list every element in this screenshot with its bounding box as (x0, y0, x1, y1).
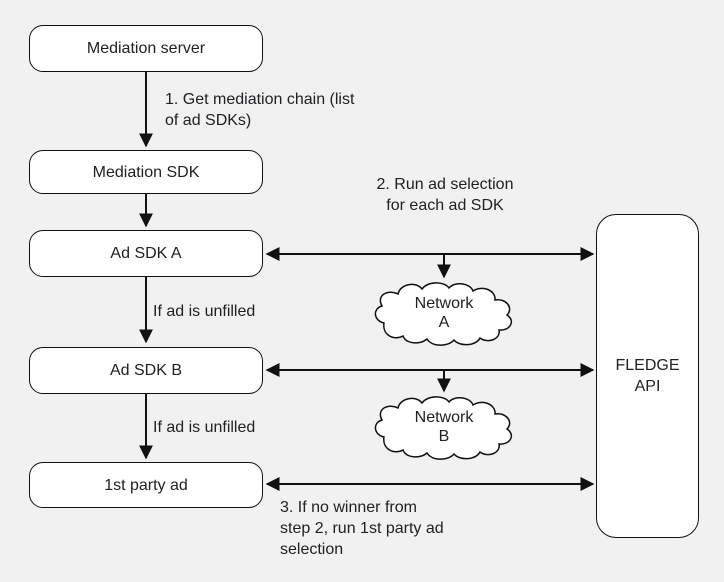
step2-label: 2. Run ad selection for each ad SDK (376, 176, 514, 214)
node-mediation-server: Mediation server (29, 25, 263, 72)
node-ad-sdk-a: Ad SDK A (29, 230, 263, 277)
node-fledge-api: FLEDGE API (596, 214, 699, 538)
unfilled-label-b: If ad is unfilled (153, 419, 256, 436)
node-first-party-ad: 1st party ad (29, 462, 263, 508)
unfilled-label-a: If ad is unfilled (153, 303, 256, 320)
network-b-label: Network B (414, 409, 474, 445)
network-a-label: Network A (414, 295, 474, 331)
step1-label: 1. Get mediation chain (list of ad SDKs) (165, 91, 355, 129)
node-mediation-sdk: Mediation SDK (29, 150, 263, 194)
node-ad-sdk-b: Ad SDK B (29, 347, 263, 394)
step3-label: 3. If no winner from step 2, run 1st par… (280, 499, 444, 558)
